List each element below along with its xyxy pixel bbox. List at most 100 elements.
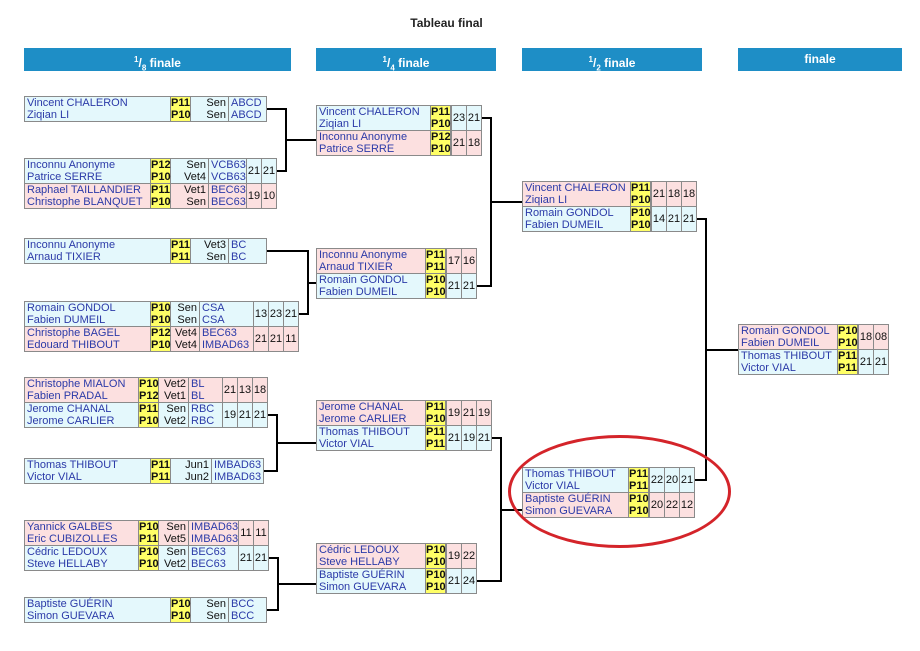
set-score: 21: [253, 327, 268, 351]
player-name: Steve HELLABY: [27, 558, 108, 570]
player-rank: P10: [151, 302, 171, 314]
set-score: 19: [461, 426, 476, 450]
player-rank: P11: [631, 182, 650, 194]
player-rank: P10: [171, 109, 191, 121]
set-score: 21: [651, 182, 666, 206]
player-name: Jerome CHANAL: [27, 403, 112, 415]
set-score: 21: [858, 350, 873, 374]
set-score: 14: [651, 207, 666, 231]
player-club: IMBAD63: [191, 533, 239, 545]
player-name: Inconnu Anonyme: [27, 159, 116, 171]
player-name: Vincent CHALERON: [525, 182, 626, 194]
player-name: Thomas THIBOUT: [741, 350, 832, 362]
set-score: 18: [466, 131, 481, 155]
connector-line: [267, 250, 307, 252]
player-name: Simon GUEVARA: [27, 610, 115, 622]
player-name: Victor VIAL: [27, 471, 82, 483]
player-category: Sen: [177, 314, 197, 326]
player-category: Sen: [166, 546, 186, 558]
set-score: 17: [446, 249, 461, 273]
set-score: 13: [253, 302, 268, 326]
set-score: 23: [268, 302, 283, 326]
set-score: 21: [681, 207, 696, 231]
round-label: finale: [146, 56, 181, 70]
connector-line: [490, 201, 522, 203]
player-rank: P12: [139, 390, 159, 402]
player-rank: P10: [139, 378, 159, 390]
player-category: Sen: [186, 196, 206, 208]
player-name: Cédric LEDOUX: [319, 544, 400, 556]
player-club: RBC: [191, 403, 215, 415]
set-score: 24: [461, 569, 476, 593]
player-name: Baptiste GUÉRIN: [319, 569, 405, 581]
round-header-sf: 1/2 finale: [522, 48, 702, 72]
connector-line: [299, 313, 307, 315]
page-title: Tableau final: [410, 16, 483, 30]
player-club: BEC63: [211, 196, 246, 208]
player-rank: P10: [426, 581, 446, 593]
player-name: Ziqian LI: [525, 194, 568, 206]
connector-line: [477, 580, 500, 582]
player-club: BEC63: [202, 327, 237, 339]
player-name: Romain GONDOL: [319, 274, 408, 286]
player-rank: P10: [151, 339, 171, 351]
player-club: BCC: [231, 598, 255, 610]
connector-line: [267, 609, 277, 611]
player-club: RBC: [191, 415, 215, 427]
player-category: Vet2: [163, 558, 186, 570]
player-name: Thomas THIBOUT: [27, 459, 118, 471]
player-category: Sen: [206, 610, 226, 622]
set-score: 21: [476, 426, 491, 450]
round-fraction-den: 8: [141, 63, 147, 73]
player-name: Vincent CHALERON: [319, 106, 420, 118]
player-name: Yannick GALBES: [27, 521, 113, 533]
player-rank: P10: [631, 207, 651, 219]
connector-line: [264, 470, 276, 472]
player-rank: P11: [151, 471, 170, 483]
player-name: Baptiste GUÉRIN: [27, 598, 113, 610]
player-rank: P10: [431, 143, 451, 155]
player-rank: P11: [171, 97, 190, 109]
player-name: Vincent CHALERON: [27, 97, 128, 109]
set-score: 16: [461, 249, 476, 273]
player-rank: P11: [151, 184, 170, 196]
set-score: 22: [461, 544, 476, 568]
round-label: finale: [394, 56, 430, 70]
player-name: Romain GONDOL: [741, 325, 830, 337]
set-score: 21: [446, 569, 461, 593]
